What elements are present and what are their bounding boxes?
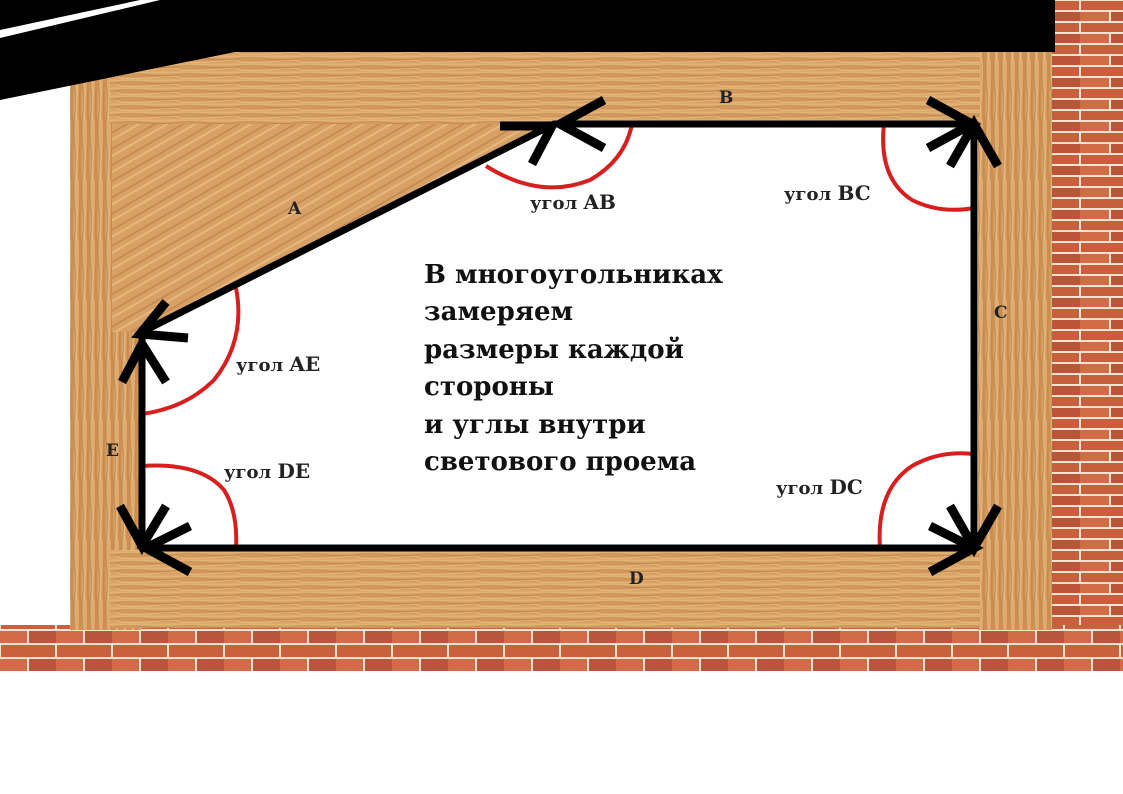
wood-post-right <box>978 50 1052 630</box>
angle-label-ab: угол AB <box>530 190 616 214</box>
caption-line-6: светового проема <box>424 447 696 477</box>
angle-label-ae: угол AE <box>236 352 320 376</box>
caption-line-2: замеряем <box>424 297 573 327</box>
angle-arc-ae <box>141 287 241 416</box>
caption-line-1: В многоугольниках <box>424 260 723 290</box>
angle-label-dc: угол DC <box>776 475 863 499</box>
arrow-a-top <box>500 121 560 167</box>
arrowheads <box>116 96 1002 576</box>
side-label-b: B <box>719 88 733 108</box>
roof <box>0 0 1055 100</box>
arrow-a-bottom <box>131 299 189 343</box>
polygon-outline <box>138 120 978 552</box>
wood-beam-bottom <box>110 550 980 628</box>
angle-arc-de <box>141 463 239 549</box>
caption-line-5: и углы внутри <box>424 410 646 440</box>
side-label-c: C <box>994 303 1008 323</box>
arrow-b-left <box>550 96 607 152</box>
angle-arc-ab <box>484 123 634 190</box>
caption-line-4: стороны <box>424 372 554 402</box>
angle-arc-bc <box>881 123 975 212</box>
angle-arc-dc <box>877 451 975 549</box>
brick-wall-bottom <box>0 625 1123 671</box>
angle-label-bc: угол BC <box>784 181 871 205</box>
arrow-e-bottom <box>116 503 170 556</box>
caption-line-3: размеры каждой <box>424 335 684 365</box>
arrow-c-top <box>946 114 1002 169</box>
side-label-e: E <box>106 441 119 461</box>
wood-beam-top <box>110 50 980 124</box>
side-label-d: D <box>629 569 644 589</box>
brick-wall-right <box>1052 0 1123 670</box>
caption-text: В многоугольниках замеряем размеры каждо… <box>424 260 732 477</box>
angle-label-de: угол DE <box>224 459 310 483</box>
side-label-a: A <box>287 199 302 219</box>
roof-edge-strip <box>0 0 160 38</box>
arrow-d-right <box>927 521 984 576</box>
arrow-e-top <box>118 335 170 385</box>
